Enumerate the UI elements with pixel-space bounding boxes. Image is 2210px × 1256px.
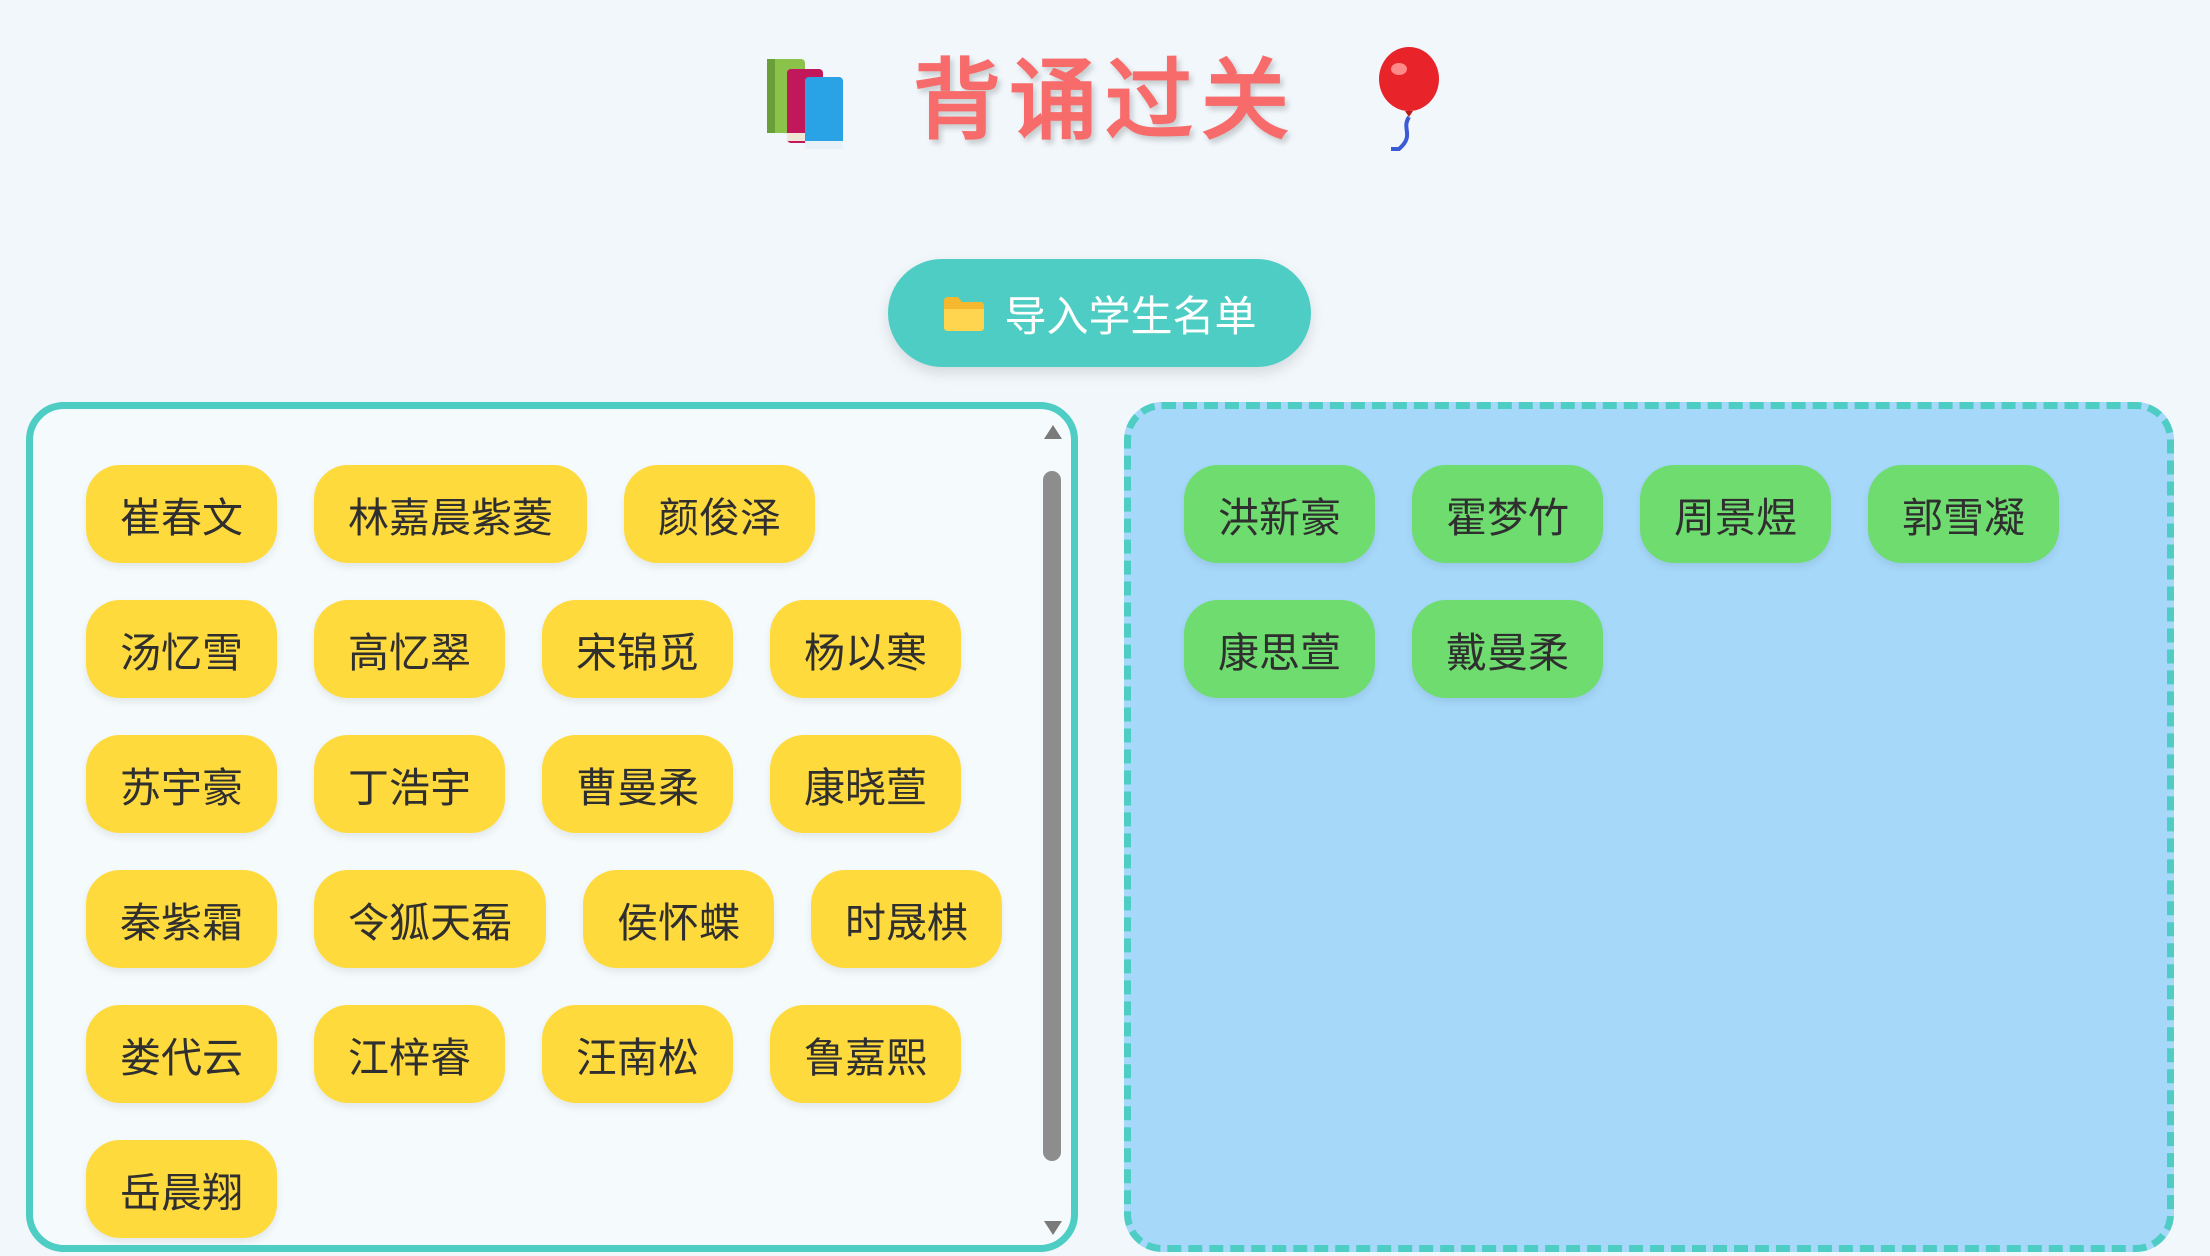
passed-students-dropzone[interactable]: 洪新豪霍梦竹周景煜郭雪凝康思萱戴曼柔 [1124,402,2174,1252]
student-chip[interactable]: 戴曼柔 [1412,600,1603,698]
student-chip[interactable]: 郭雪凝 [1868,465,2059,563]
balloon-icon [1379,47,1439,151]
pending-students-panel[interactable]: 崔春文林嘉晨紫菱颜俊泽汤忆雪高忆翠宋锦觅杨以寒苏宇豪丁浩宇曹曼柔康晓萱秦紫霜令狐… [26,402,1078,1252]
scroll-thumb[interactable] [1043,471,1061,1161]
import-button-label: 导入学生名单 [1004,291,1257,341]
student-chip[interactable]: 崔春文 [86,465,277,563]
student-chip[interactable]: 岳晨翔 [86,1140,277,1238]
student-chip[interactable]: 宋锦觅 [542,600,733,698]
student-chip[interactable]: 汤忆雪 [86,600,277,698]
student-chip[interactable]: 时晟棋 [811,870,1002,968]
student-chip[interactable]: 鲁嘉熙 [770,1005,961,1103]
books-icon [766,59,843,149]
student-chip[interactable]: 颜俊泽 [624,465,815,563]
student-chip[interactable]: 苏宇豪 [86,735,277,833]
page-title: 背诵过关 [912,48,1297,152]
student-chip[interactable]: 杨以寒 [770,600,961,698]
pending-students-list: 崔春文林嘉晨紫菱颜俊泽汤忆雪高忆翠宋锦觅杨以寒苏宇豪丁浩宇曹曼柔康晓萱秦紫霜令狐… [86,465,1011,1238]
student-chip[interactable]: 林嘉晨紫菱 [314,465,587,563]
folder-icon [944,297,985,331]
scroll-up-arrow-icon[interactable] [1044,425,1062,439]
pending-list-scrollbar[interactable] [1041,425,1063,1235]
header: 背诵过关 [0,40,2210,160]
student-chip[interactable]: 秦紫霜 [86,870,277,968]
student-chip[interactable]: 汪南松 [542,1005,733,1103]
student-chip[interactable]: 周景煜 [1640,465,1831,563]
student-chip[interactable]: 令狐天磊 [314,870,546,968]
student-chip[interactable]: 霍梦竹 [1412,465,1603,563]
student-chip[interactable]: 康晓萱 [770,735,961,833]
student-chip[interactable]: 娄代云 [86,1005,277,1103]
student-chip[interactable]: 康思萱 [1184,600,1375,698]
student-chip[interactable]: 高忆翠 [314,600,505,698]
student-chip[interactable]: 江梓睿 [314,1005,505,1103]
scroll-down-arrow-icon[interactable] [1044,1221,1062,1235]
import-students-button[interactable]: 导入学生名单 [888,259,1311,367]
student-chip[interactable]: 丁浩宇 [314,735,505,833]
passed-students-list: 洪新豪霍梦竹周景煜郭雪凝康思萱戴曼柔 [1184,465,2107,698]
student-chip[interactable]: 洪新豪 [1184,465,1375,563]
student-chip[interactable]: 曹曼柔 [542,735,733,833]
student-chip[interactable]: 侯怀蝶 [583,870,774,968]
